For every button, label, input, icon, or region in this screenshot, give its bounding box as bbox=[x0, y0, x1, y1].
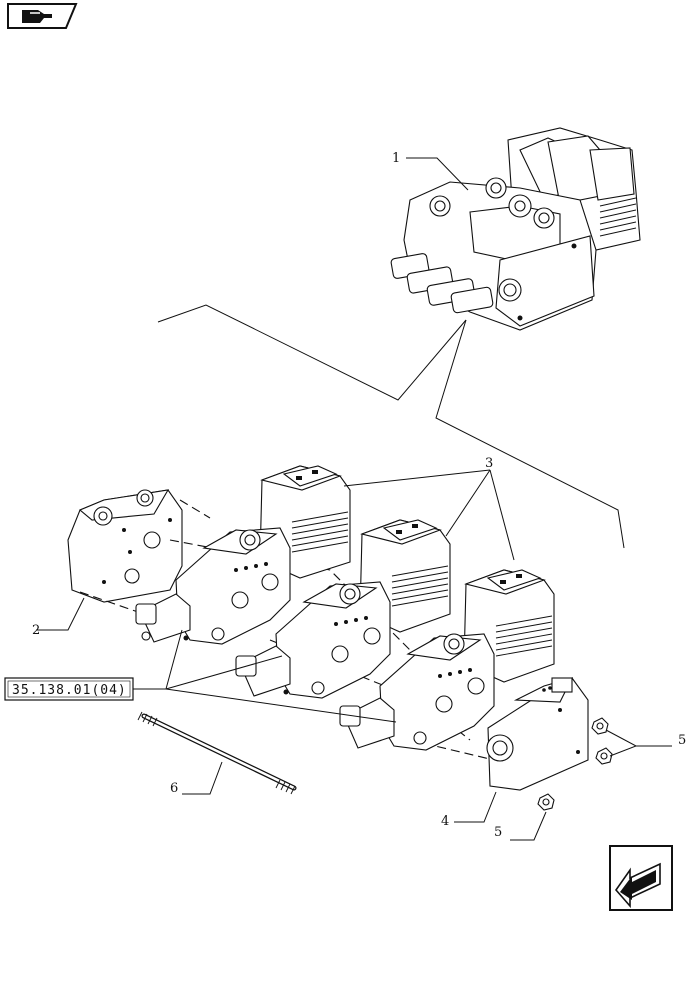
nut-upper bbox=[591, 717, 609, 735]
working-section-c bbox=[339, 569, 555, 751]
working-section-b bbox=[235, 519, 451, 699]
callout-5-bottom: 5 bbox=[494, 825, 502, 840]
working-section-a bbox=[135, 465, 351, 645]
callout-6: 6 bbox=[170, 781, 178, 796]
callout-3: 3 bbox=[485, 456, 493, 471]
inlet-section bbox=[67, 489, 183, 603]
book-navigation-icon[interactable] bbox=[7, 3, 78, 29]
callout-1: 1 bbox=[392, 151, 400, 166]
nut-lower bbox=[537, 793, 555, 811]
callout-4: 4 bbox=[441, 814, 449, 829]
callout-2: 2 bbox=[32, 623, 40, 638]
end-cover bbox=[486, 677, 589, 791]
reference-text: 35.138.01(04) bbox=[12, 683, 127, 698]
nut-middle bbox=[595, 747, 613, 765]
back-arrow-navigation-icon[interactable] bbox=[609, 845, 673, 911]
tie-rod bbox=[137, 711, 297, 795]
reference-link[interactable]: 35.138.01(04) bbox=[4, 677, 134, 701]
assembled-valve-bank bbox=[390, 127, 641, 331]
callout-5-right: 5 bbox=[678, 733, 686, 748]
